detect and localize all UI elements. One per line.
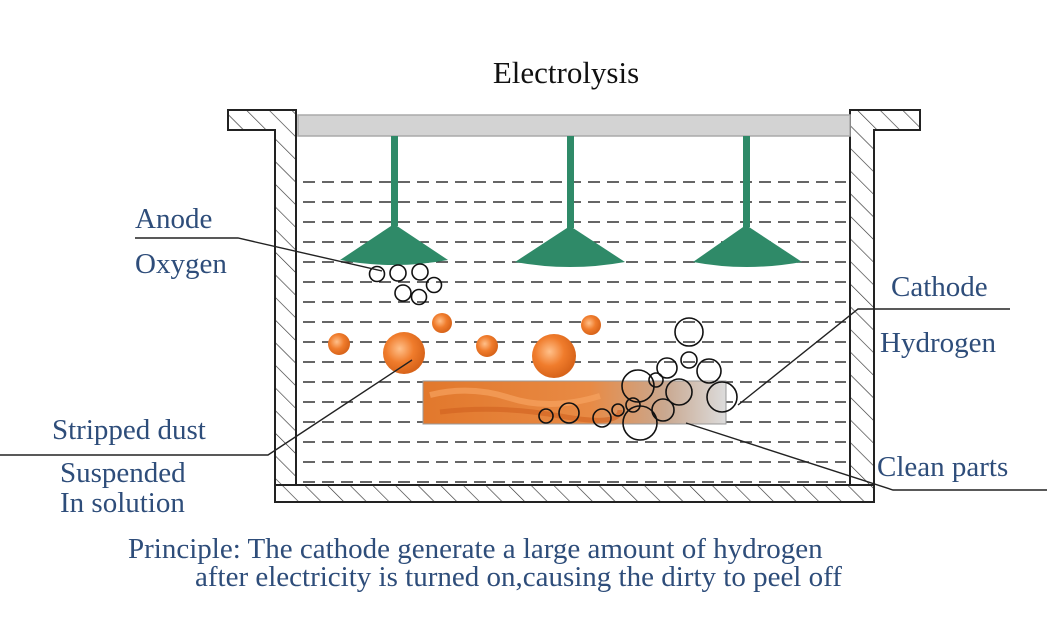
tank-wall-left (227, 109, 297, 486)
dust-particle (532, 334, 576, 378)
anode-leader-line (135, 237, 383, 272)
tank-bottom (274, 484, 875, 503)
hydrogen-bubble (665, 378, 693, 406)
hydrogen-bubble (674, 317, 704, 347)
anode-electrode (515, 136, 625, 267)
oxygen-label: Oxygen (135, 248, 227, 280)
hydrogen-bubble (680, 351, 698, 369)
hydrogen-bubble (706, 381, 738, 413)
clean-parts-label: Clean parts (877, 451, 1008, 483)
dust-particle (581, 315, 601, 335)
oxygen-bubble (410, 288, 428, 306)
oxygen-bubble (425, 276, 443, 294)
hydrogen-bubble (611, 403, 625, 417)
stripped-dust-leader-line (0, 359, 413, 456)
anode-group (340, 136, 802, 267)
oxygen-bubble (411, 263, 429, 281)
cathode-label: Cathode (891, 271, 988, 303)
oxygen-bubble (389, 264, 407, 282)
hydrogen-bubbles (538, 317, 738, 441)
diagram-labels: Anode Oxygen Cathode Hydrogen Stripped d… (52, 203, 1008, 519)
bus-bar (297, 114, 851, 137)
dust-particle (383, 332, 425, 374)
oxygen-bubble (394, 284, 412, 302)
clean-parts-leader-line (685, 422, 1047, 491)
anode-electrode (340, 136, 448, 265)
dust-particle (476, 335, 498, 357)
leader-lines (0, 237, 1047, 491)
hydrogen-bubble (558, 402, 580, 424)
hydrogen-bubble (656, 357, 678, 379)
hydrogen-label: Hydrogen (880, 327, 996, 359)
dust-particle (432, 313, 452, 333)
cathode-part (422, 380, 727, 425)
principle-text: Principle: The cathode generate a large … (128, 533, 842, 593)
stripped-dust-label: Stripped dust (52, 414, 206, 446)
principle-line-2: after electricity is turned on,causing t… (195, 561, 842, 593)
in-solution-label: In solution (60, 487, 185, 519)
electrolyte-lines (303, 181, 846, 483)
hydrogen-bubble (648, 372, 664, 388)
hydrogen-bubble (538, 408, 554, 424)
oxygen-bubbles (368, 263, 443, 306)
hydrogen-bubble (592, 408, 612, 428)
hydrogen-bubble (622, 405, 658, 441)
hydrogen-bubble (625, 397, 641, 413)
hydrogen-bubble (696, 358, 722, 384)
diagram-title: Electrolysis (493, 55, 639, 90)
cathode-leader-line (737, 308, 1010, 406)
suspended-label: Suspended (60, 457, 186, 489)
oxygen-bubble (368, 265, 386, 283)
stripped-dust-particles (328, 313, 601, 378)
anode-label: Anode (135, 203, 212, 235)
anode-electrode (693, 136, 802, 267)
principle-line-1: Principle: The cathode generate a large … (128, 533, 823, 565)
electrolysis-tank (227, 109, 921, 503)
dust-particle (328, 333, 350, 355)
